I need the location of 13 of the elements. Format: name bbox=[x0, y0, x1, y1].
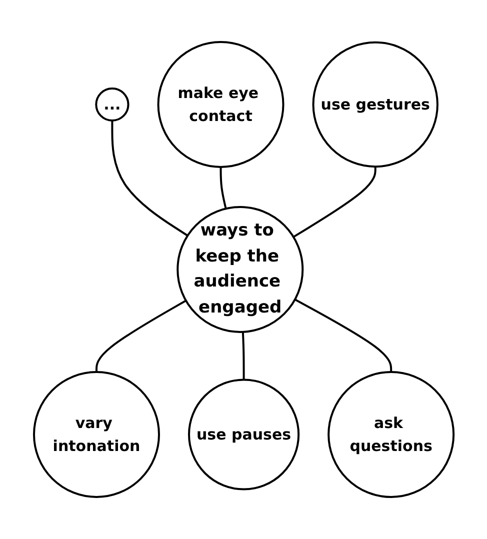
connector bbox=[219, 167, 227, 209]
connector bbox=[294, 298, 392, 372]
node-circle: ... bbox=[94, 87, 129, 122]
node-circle: vary intonation bbox=[32, 371, 160, 498]
node-circle: ask questions bbox=[327, 371, 454, 498]
connector bbox=[292, 166, 376, 238]
connector bbox=[95, 300, 186, 372]
node-circle: use gestures bbox=[312, 41, 438, 168]
connector bbox=[242, 332, 244, 380]
node-circle: make eye contact bbox=[156, 41, 284, 168]
node-circle: ways to keep the audience engaged bbox=[176, 206, 304, 333]
connector bbox=[110, 120, 188, 236]
node-circle: use pauses bbox=[188, 378, 300, 490]
